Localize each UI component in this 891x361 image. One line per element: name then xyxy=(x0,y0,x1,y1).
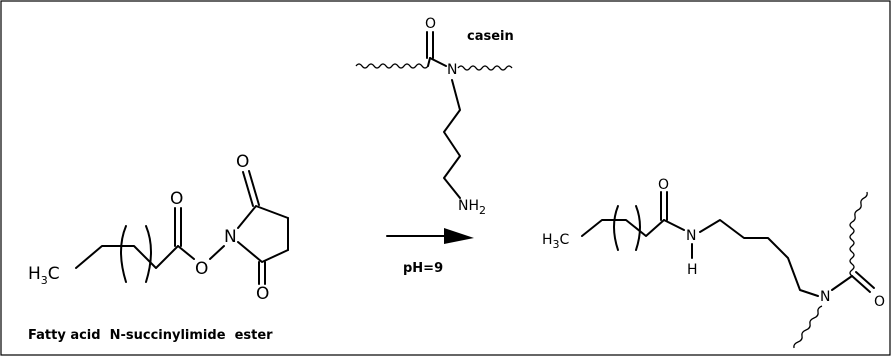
product-casein-nitrogen: N xyxy=(820,289,830,305)
reactant-structure: H3C O O N O O xyxy=(28,152,289,304)
product-repeat-bracket-left xyxy=(613,205,619,251)
reaction-arrow xyxy=(386,228,474,244)
product-repeat-bracket-right xyxy=(635,205,641,251)
reactant-imide-carbonyl-top-1 xyxy=(242,171,254,207)
product-amide-nitrogen: N xyxy=(686,228,696,244)
casein-label: casein xyxy=(467,29,514,44)
product-alkyl-chain xyxy=(581,219,665,237)
reactant-on-bond xyxy=(209,245,225,260)
product-casein-backbone-wavy-lower xyxy=(793,305,823,349)
reactant-imide-nitrogen: N xyxy=(224,227,237,247)
reaction-condition-ph: pH=9 xyxy=(403,261,443,276)
casein-reagent-structure: O N casein NH2 xyxy=(355,16,514,217)
reactant-succinimide-ring-bottom xyxy=(237,241,289,263)
reactant-repeat-bracket-right xyxy=(145,225,152,283)
product-linker-chain xyxy=(699,219,819,297)
lysine-amine-label: NH2 xyxy=(458,198,486,217)
product-casein-carbonyl-bond-2 xyxy=(855,271,875,289)
casein-amide-bond xyxy=(429,57,447,67)
reactant-succinimide-ring-top xyxy=(237,205,289,229)
product-amide-bond xyxy=(663,219,685,231)
casein-backbone-wavy-left xyxy=(355,63,429,69)
reactant-ester-oxygen: O xyxy=(195,259,208,279)
casein-backbone-wavy-right xyxy=(457,65,513,71)
reactant-repeat-bracket-left xyxy=(120,225,127,283)
reactant-ch3-label: H3C xyxy=(28,264,60,287)
product-casein-backbone-wavy-upper xyxy=(849,221,855,277)
product-casein-backbone-wavy-top xyxy=(851,191,868,223)
casein-amide-nitrogen: N xyxy=(447,62,457,78)
product-amide-hydrogen: H xyxy=(687,262,698,278)
reaction-arrow-head xyxy=(444,228,474,244)
product-structure: H3C O N H N O xyxy=(542,177,885,349)
reactant-imide-carbonyl-top-2 xyxy=(248,170,260,206)
casein-carbonyl-oxygen: O xyxy=(425,16,436,32)
product-casein-amide-bond xyxy=(831,275,853,291)
reactant-imide-oxygen-top: O xyxy=(236,152,249,172)
reactant-ester-bond xyxy=(177,245,195,260)
product-casein-carbonyl-bond-1 xyxy=(851,275,871,293)
product-carbonyl-oxygen: O xyxy=(658,177,669,193)
reactant-carbonyl-oxygen: O xyxy=(170,189,183,209)
lysine-side-chain xyxy=(443,79,461,199)
product-ch3-label: H3C xyxy=(542,232,570,251)
product-casein-carbonyl-oxygen: O xyxy=(874,294,885,310)
reactant-imide-oxygen-bottom: O xyxy=(256,284,269,304)
reactant-caption: Fatty acid N-succinylimide ester xyxy=(28,328,273,343)
casein-backbone-bond xyxy=(427,57,431,67)
reactant-alkyl-chain xyxy=(75,245,179,269)
